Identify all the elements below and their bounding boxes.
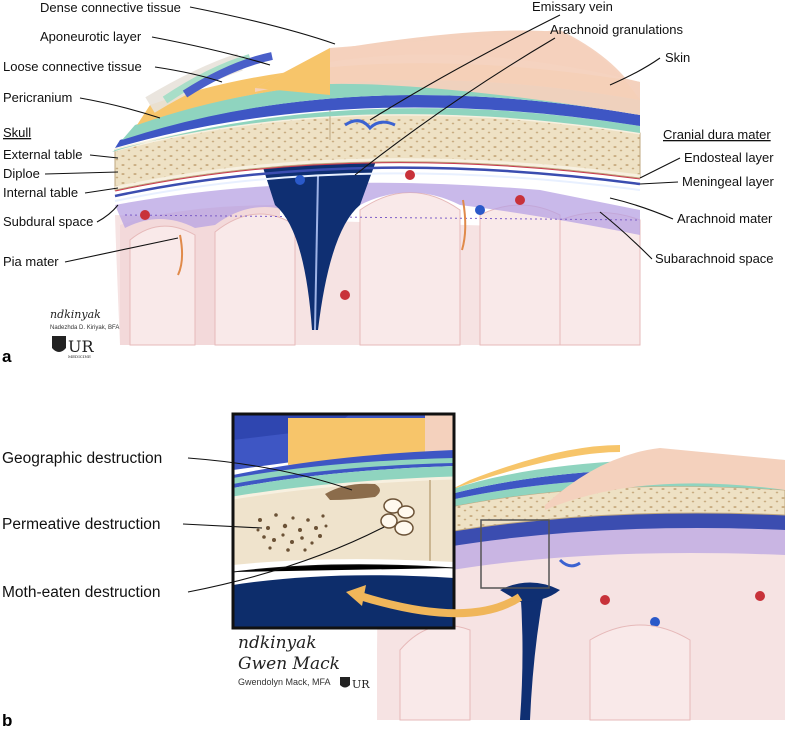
label-geographic-destruction: Geographic destruction xyxy=(2,450,162,467)
leader-emissary-vein xyxy=(369,14,561,121)
panel-a-credit: ndkinyak Nadezhda D. Kiriyak, BFA UR MED… xyxy=(50,308,119,359)
label-pericranium: Pericranium xyxy=(3,90,72,105)
leader-loose-connective-tissue xyxy=(154,66,223,83)
panel-b-inset xyxy=(231,412,456,630)
label-skin: Skin xyxy=(665,50,690,65)
panel-b-letter: b xyxy=(2,711,12,730)
label-subdural-space: Subdural space xyxy=(3,214,93,229)
leader-dense-connective-tissue xyxy=(189,6,336,45)
inset-frame xyxy=(231,412,456,630)
panel-a-labels: Dense connective tissue Aponeurotic laye… xyxy=(3,0,774,269)
leader-diploe xyxy=(44,171,119,175)
leader-skin xyxy=(609,57,661,86)
label-aponeurotic-layer: Aponeurotic layer xyxy=(40,29,142,44)
leader-pericranium xyxy=(79,97,161,119)
leader-geographic-destruction xyxy=(187,457,353,491)
signature-a: ndkinyak xyxy=(50,308,101,321)
leader-pia-mater xyxy=(64,237,179,263)
brain-tissue xyxy=(115,192,641,346)
label-skull: Skull xyxy=(3,125,31,140)
signature-b2: Gwen Mack xyxy=(238,654,340,674)
label-internal-table: Internal table xyxy=(3,185,78,200)
subarachnoid-space xyxy=(115,182,641,235)
leader-meningeal-layer xyxy=(639,181,679,185)
leader-aponeurotic-layer xyxy=(151,36,271,66)
leader-subdural-space xyxy=(96,204,119,223)
label-emissary-vein: Emissary vein xyxy=(532,0,613,14)
leader-arachnoid-granulations xyxy=(354,37,556,176)
leader-internal-table xyxy=(84,187,119,194)
panel-a-letter: a xyxy=(2,347,12,366)
panel-b-section xyxy=(377,445,785,721)
leader-subarachnoid-space xyxy=(599,211,653,260)
credit-b: Gwendolyn Mack, MFA xyxy=(238,677,331,687)
zoom-arrowhead xyxy=(346,585,366,606)
leader-arachnoid-mater xyxy=(609,197,674,220)
panel-b-credit: ndkinyak Gwen Mack Gwendolyn Mack, MFA U… xyxy=(238,633,370,691)
label-moth-eaten-destruction: Moth-eaten destruction xyxy=(2,584,161,601)
venous-sinus xyxy=(258,145,380,331)
logo-text-b: UR xyxy=(352,678,370,691)
label-external-table: External table xyxy=(3,147,83,162)
leader-external-table xyxy=(89,154,119,159)
panel-b: Geographic destruction Permeative destru… xyxy=(2,412,785,730)
ur-medicine-logo: UR MEDICINE xyxy=(52,336,94,359)
panel-b-labels: Geographic destruction Permeative destru… xyxy=(2,450,385,601)
label-cranial-dura-mater: Cranial dura mater xyxy=(663,127,771,142)
blood-vessels xyxy=(140,119,525,300)
zoom-box xyxy=(480,519,550,589)
label-meningeal-layer: Meningeal layer xyxy=(682,174,774,189)
panel-a: Dense connective tissue Aponeurotic laye… xyxy=(2,0,774,366)
leader-endosteal-layer xyxy=(639,157,681,179)
label-diploe: Diploe xyxy=(3,166,40,181)
label-subarachnoid-space: Subarachnoid space xyxy=(655,251,774,266)
label-loose-connective-tissue: Loose connective tissue xyxy=(3,59,142,74)
leader-moth-eaten-destruction xyxy=(187,526,385,593)
label-dense-connective-tissue: Dense connective tissue xyxy=(40,0,181,15)
zoom-arrow xyxy=(358,592,523,618)
logo-subtext-a: MEDICINE xyxy=(68,354,91,359)
permeative-lesion xyxy=(256,513,328,552)
moth-eaten-lesion xyxy=(380,498,415,536)
ur-logo-shield-b xyxy=(340,677,350,688)
scalp-layers xyxy=(112,30,640,152)
label-arachnoid-mater: Arachnoid mater xyxy=(677,211,773,226)
label-endosteal-layer: Endosteal layer xyxy=(684,150,774,165)
label-arachnoid-granulations: Arachnoid granulations xyxy=(550,22,683,37)
leader-permeative-destruction xyxy=(182,523,263,529)
credit-a: Nadezhda D. Kiriyak, BFA xyxy=(50,325,119,331)
label-permeative-destruction: Permeative destruction xyxy=(2,516,161,533)
signature-b1: ndkinyak xyxy=(238,633,317,653)
logo-text-a: UR xyxy=(68,337,94,356)
label-pia-mater: Pia mater xyxy=(3,254,59,269)
